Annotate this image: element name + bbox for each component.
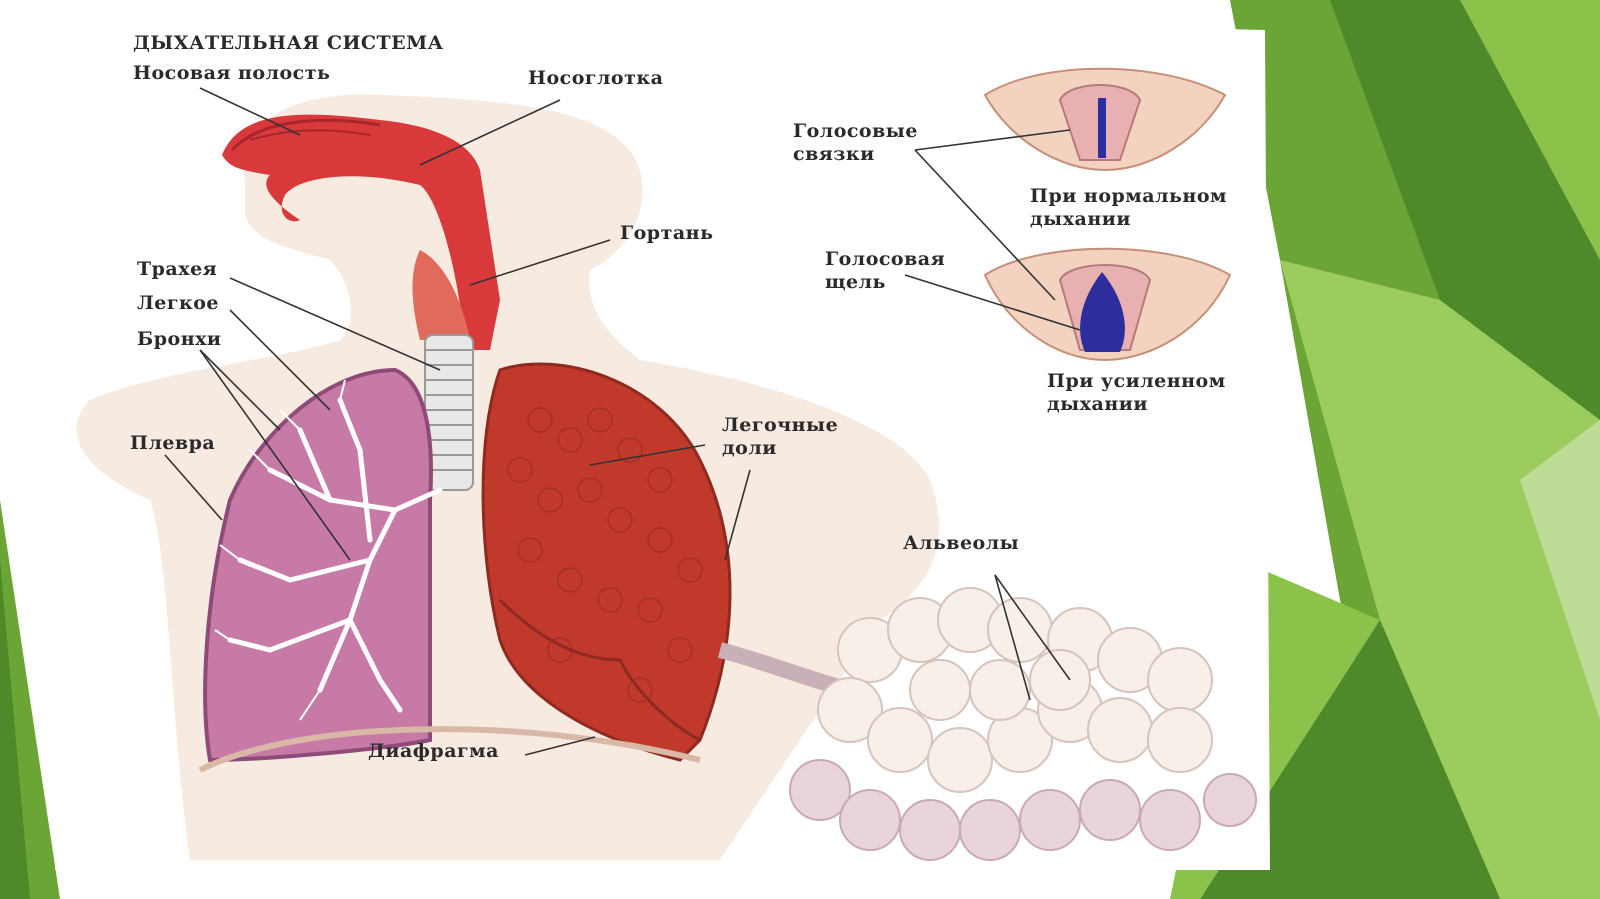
alveoli-illustration [718, 587, 1257, 861]
label-lung: Легкое [137, 292, 220, 314]
label-bronchi: Бронхи [137, 328, 222, 350]
label-larynx: Гортань [620, 222, 714, 244]
label-trachea: Трахея [137, 258, 218, 280]
label-pleura: Плевра [130, 432, 216, 454]
label-diaphragm: Диафрагма [368, 740, 499, 762]
label-glottis-1: Голосовая [825, 248, 946, 270]
label-normal-breathing-1: При нормальном [1030, 185, 1227, 207]
label-forced-breathing-1: При усиленном [1047, 370, 1226, 392]
vocal-cords-forced [983, 247, 1232, 362]
label-nasopharynx: Носоглотка [528, 67, 664, 89]
label-forced-breathing-2: дыхании [1047, 393, 1148, 415]
label-vocal-cords-2: связки [793, 143, 875, 165]
label-alveoli: Альвеолы [903, 532, 1020, 554]
label-glottis-2: щель [825, 271, 886, 293]
label-vocal-cords-1: Голосовые [793, 120, 918, 142]
label-lung-lobes-2: доли [722, 437, 777, 459]
diagram-title: ДЫХАТЕЛЬНАЯ СИСТЕМА [133, 32, 444, 54]
label-normal-breathing-2: дыхании [1030, 208, 1131, 230]
label-nasal-cavity: Носовая полость [133, 62, 331, 84]
label-lung-lobes-1: Легочные [722, 414, 839, 436]
vocal-cords-normal [983, 67, 1227, 172]
